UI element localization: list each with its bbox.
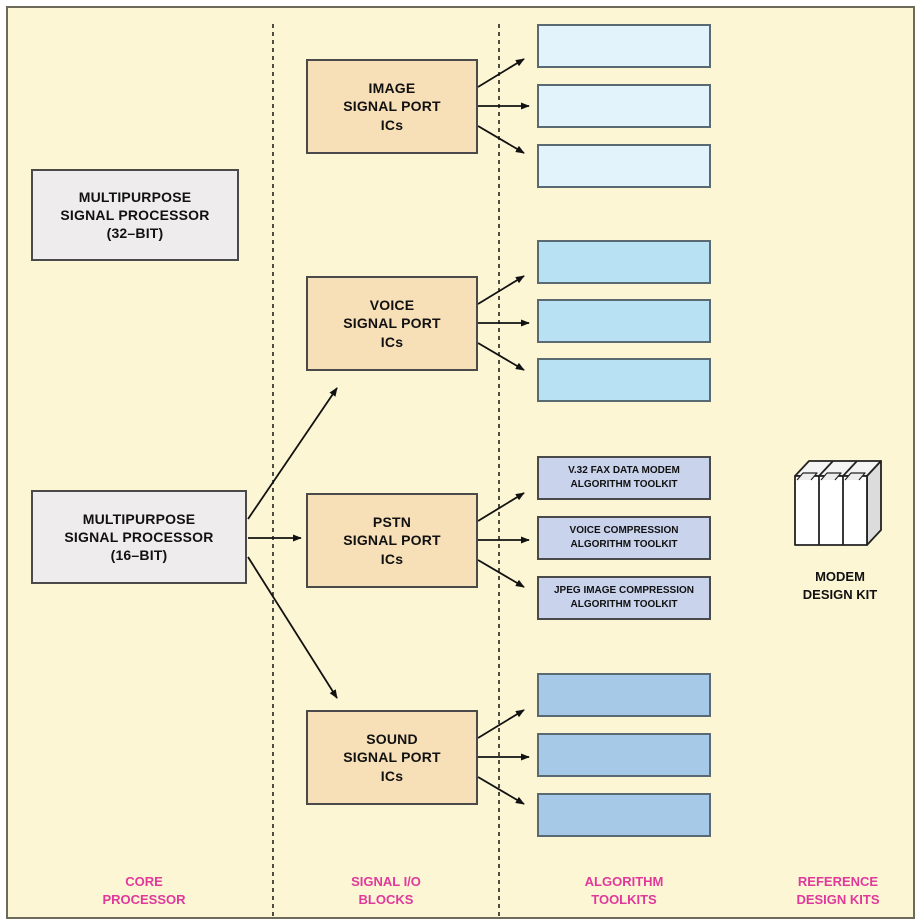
voice-signal-port-box: VOICE SIGNAL PORT ICs — [306, 276, 478, 371]
column-label-core-processor: CORE PROCESSOR — [64, 873, 224, 908]
v32-fax-data-modem-toolkit: V.32 FAX DATA MODEM ALGORITHM TOOLKIT — [537, 456, 711, 500]
column-label-algorithm-toolkits: ALGORITHM TOOLKITS — [544, 873, 704, 908]
processor-32bit-line3: (32–BIT) — [106, 225, 164, 242]
arrow-p16-to-sound — [247, 556, 338, 699]
jpeg-toolkit-line1: JPEG IMAGE COMPRESSION — [553, 584, 695, 596]
jpeg-image-compression-toolkit: JPEG IMAGE COMPRESSION ALGORITHM TOOLKIT — [537, 576, 711, 620]
arrow-voice-3 — [477, 342, 525, 371]
arrow-image-3 — [477, 125, 525, 154]
core-label-line2: PROCESSOR — [102, 891, 186, 907]
kit-label-line2: DESIGN KIT — [802, 586, 878, 602]
io-label-line1: SIGNAL I/O — [351, 874, 421, 889]
processor-32bit-line2: SIGNAL PROCESSOR — [60, 206, 210, 223]
pstn-port-line1: PSTN — [372, 514, 412, 531]
sound-signal-port-box: SOUND SIGNAL PORT ICs — [306, 710, 478, 805]
modem-design-kit-label: MODEM DESIGN KIT — [770, 568, 910, 603]
image-port-line3: ICs — [380, 116, 404, 133]
voice-compression-toolkit: VOICE COMPRESSION ALGORITHM TOOLKIT — [537, 516, 711, 560]
core-label-line1: CORE — [125, 874, 163, 889]
voice-compression-line1: VOICE COMPRESSION — [569, 524, 679, 536]
processor-32bit-line1: MULTIPURPOSE — [78, 188, 192, 205]
image-signal-port-box: IMAGE SIGNAL PORT ICs — [306, 59, 478, 154]
arrow-sound-1 — [477, 709, 525, 739]
algorithm-label-line2: TOOLKITS — [591, 891, 657, 907]
voice-port-line3: ICs — [380, 333, 404, 350]
voice-port-line1: VOICE — [369, 297, 415, 314]
arrow-sound-3 — [477, 776, 525, 805]
voice-toolkit-slot-1 — [537, 240, 711, 284]
arrow-image-1 — [477, 58, 525, 88]
image-port-line2: SIGNAL PORT — [343, 98, 441, 115]
io-label-line2: BLOCKS — [358, 891, 414, 907]
processor-16bit-box: MULTIPURPOSE SIGNAL PROCESSOR (16–BIT) — [31, 490, 247, 584]
voice-toolkit-slot-2 — [537, 299, 711, 343]
reference-label-line1: REFERENCE — [797, 874, 879, 889]
v32-toolkit-line2: ALGORITHM TOOLKIT — [570, 479, 678, 490]
processor-16bit-line3: (16–BIT) — [110, 547, 168, 564]
image-toolkit-slot-1 — [537, 24, 711, 68]
processor-16bit-line1: MULTIPURPOSE — [82, 510, 196, 527]
image-toolkit-slot-3 — [537, 144, 711, 188]
sound-toolkit-slot-1 — [537, 673, 711, 717]
voice-port-line2: SIGNAL PORT — [343, 315, 441, 332]
pstn-port-line2: SIGNAL PORT — [343, 532, 441, 549]
pstn-port-line3: ICs — [380, 550, 404, 567]
arrow-voice-1 — [477, 275, 525, 305]
voice-compression-line2: ALGORITHM TOOLKIT — [570, 539, 678, 550]
sound-port-line2: SIGNAL PORT — [343, 749, 441, 766]
voice-toolkit-slot-3 — [537, 358, 711, 402]
jpeg-toolkit-line2: ALGORITHM TOOLKIT — [570, 599, 678, 610]
arrow-p16-to-voice — [247, 387, 338, 520]
image-toolkit-slot-2 — [537, 84, 711, 128]
kit-label-line1: MODEM — [815, 569, 865, 584]
processor-32bit-box: MULTIPURPOSE SIGNAL PROCESSOR (32–BIT) — [31, 169, 239, 261]
modem-design-kit-icon — [794, 460, 882, 546]
pstn-signal-port-box: PSTN SIGNAL PORT ICs — [306, 493, 478, 588]
sound-toolkit-slot-3 — [537, 793, 711, 837]
column-label-signal-io-blocks: SIGNAL I/O BLOCKS — [306, 873, 466, 908]
column-label-reference-design-kits: REFERENCE DESIGN KITS — [758, 873, 918, 908]
arrow-pstn-1 — [477, 492, 525, 522]
reference-label-line2: DESIGN KITS — [796, 891, 880, 907]
sound-port-line3: ICs — [380, 767, 404, 784]
v32-toolkit-line1: V.32 FAX DATA MODEM — [568, 464, 680, 476]
processor-16bit-line2: SIGNAL PROCESSOR — [64, 528, 214, 545]
arrow-pstn-3 — [477, 559, 525, 588]
image-port-line1: IMAGE — [368, 80, 416, 97]
algorithm-label-line1: ALGORITHM — [584, 874, 664, 889]
sound-toolkit-slot-2 — [537, 733, 711, 777]
sound-port-line1: SOUND — [366, 731, 418, 748]
